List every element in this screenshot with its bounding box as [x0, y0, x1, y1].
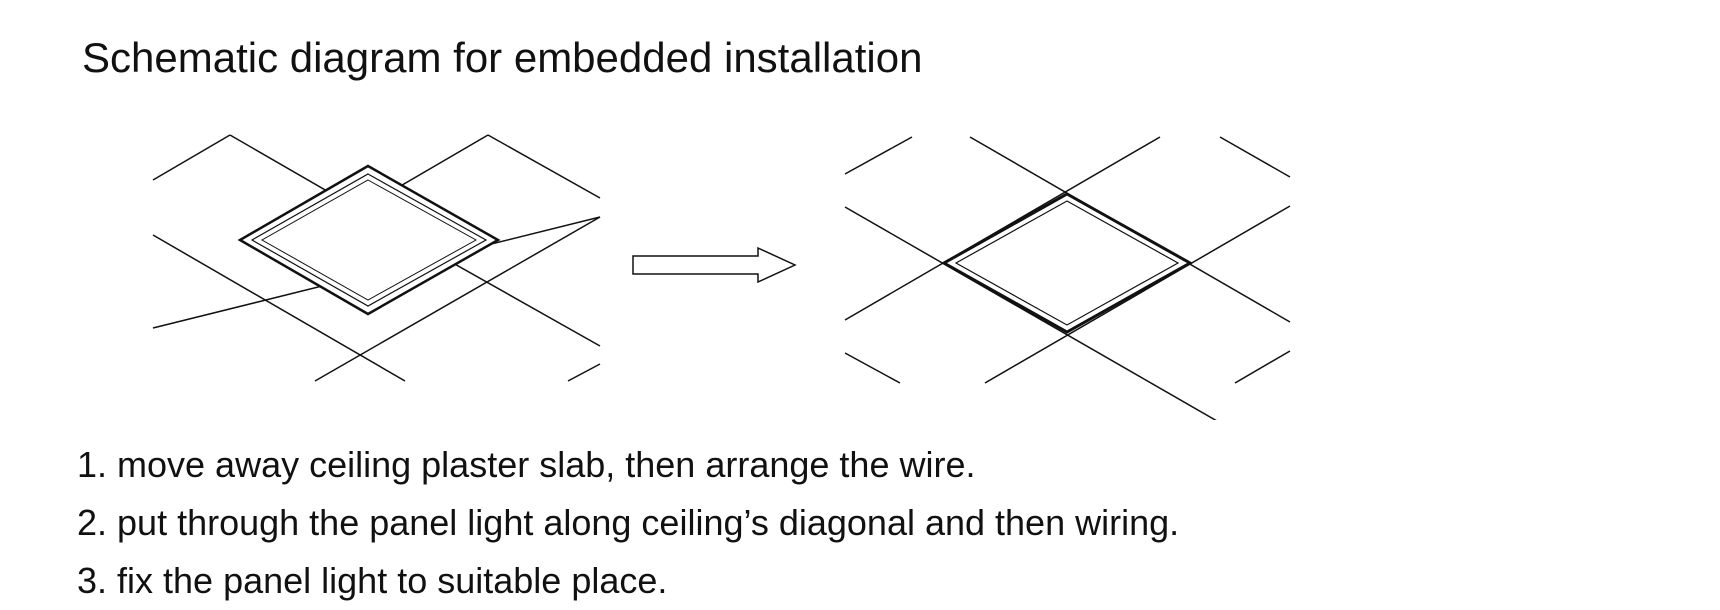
step-2: 2. put through the panel light along cei… [77, 502, 1180, 543]
installation-diagram [152, 134, 1291, 420]
step-3: 3. fix the panel light to suitable place… [77, 560, 668, 601]
right-arrow-icon [632, 246, 797, 284]
step-1: 1. move away ceiling plaster slab, then … [77, 444, 976, 485]
panel-light-seated-icon [940, 192, 1194, 334]
page-title: Schematic diagram for embedded installat… [82, 34, 923, 81]
instruction-list: 1. move away ceiling plaster slab, then … [77, 436, 1179, 610]
panel-light-icon [237, 164, 501, 316]
